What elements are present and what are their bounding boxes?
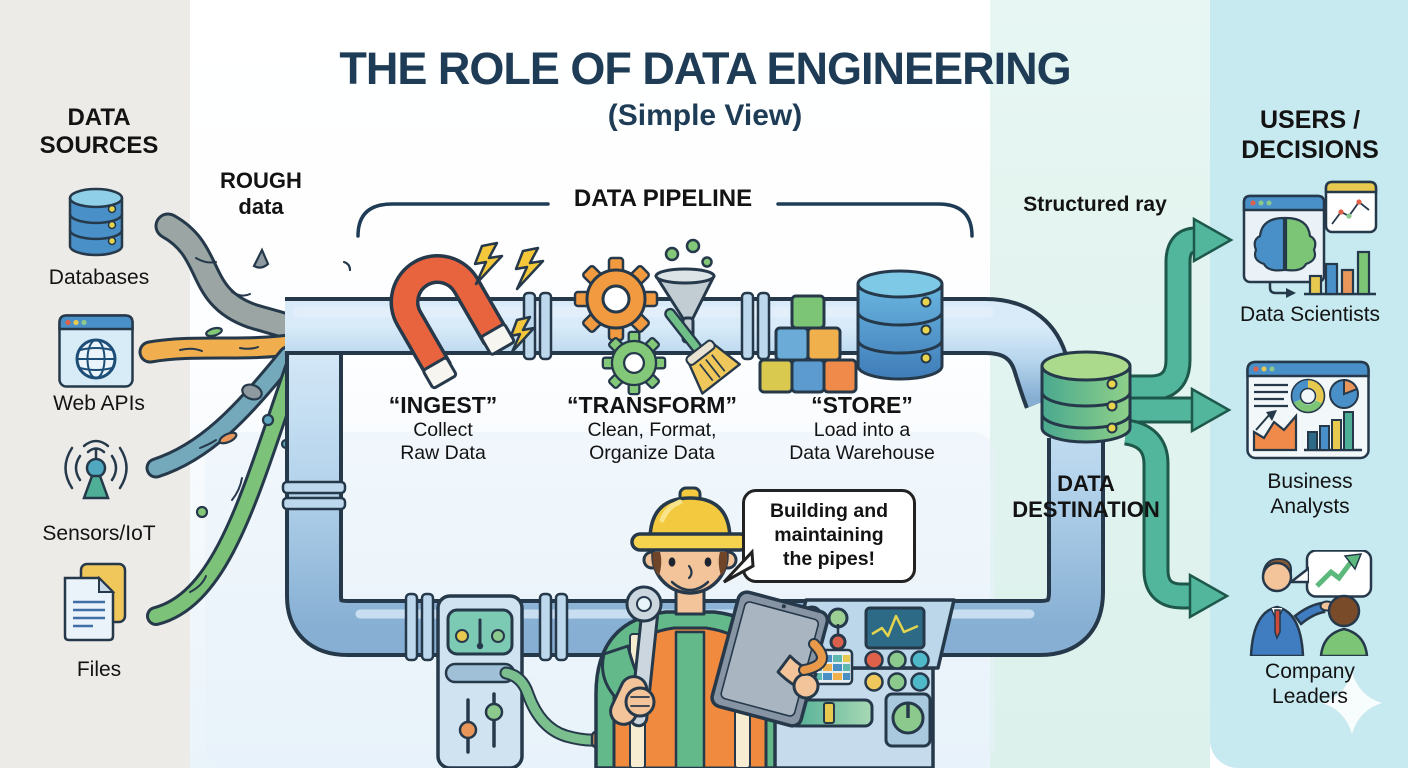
pipe-flanges: [281, 291, 771, 662]
data-sources-heading: DATA SOURCES: [39, 104, 159, 160]
listener-body: [1319, 627, 1369, 658]
gear-orange-icon: [573, 256, 659, 342]
slider-knob: [484, 702, 504, 722]
source-label-files: Files: [76, 658, 122, 681]
listener-head: [1327, 594, 1361, 628]
speech-bubble-tail: [722, 548, 755, 584]
structured-data-label: Structured ray: [1023, 193, 1167, 216]
fist: [624, 686, 656, 718]
tie: [1274, 609, 1281, 640]
sensor-iot-icon: [54, 434, 138, 523]
users-decisions-heading: USERS / DECISIONS: [1241, 106, 1379, 164]
waveform-screen: [864, 606, 926, 650]
tablet-and-arm: [710, 590, 830, 728]
funnel-icon: [654, 238, 716, 344]
stage-transform: “TRANSFORM” Clean, Format, Organize Data: [567, 392, 737, 465]
source-label-databases: Databases: [48, 266, 150, 289]
bar-chart-icon: [1307, 411, 1354, 451]
data-destination-heading: DATA DESTINATION: [1012, 471, 1160, 522]
brain-icon: [1253, 216, 1286, 272]
green-database-icon: [1040, 350, 1132, 444]
flow-arrows: [1123, 216, 1234, 620]
company-leaders-icon: [1243, 549, 1377, 661]
warehouse-database-icon: [856, 269, 944, 381]
page-title: THE ROLE OF DATA ENGINEERING: [339, 43, 1071, 94]
user-label-company-leaders: Company Leaders: [1265, 660, 1355, 708]
data-scientists-icon: [1242, 180, 1378, 305]
sparkle-icon: [1322, 672, 1382, 734]
orange-cable: [800, 640, 826, 674]
pipeline-bracket: [356, 202, 974, 238]
arrow-head: [1192, 216, 1234, 264]
transform-icons: [573, 238, 741, 396]
green-cable: [501, 668, 601, 745]
rough-data-streams: [138, 212, 352, 626]
web-api-icon: [58, 314, 134, 393]
source-label-web-apis: Web APIs: [53, 392, 145, 415]
stage-store: “STORE” Load into a Data Warehouse: [789, 392, 935, 465]
rough-data-label: ROUGH data: [220, 168, 302, 219]
data-blocks-icon: [758, 294, 858, 394]
user-label-business-analysts: Business Analysts: [1267, 470, 1353, 518]
database-icon: [64, 184, 128, 267]
speech-bubble: Building and maintaining the pipes!: [722, 489, 916, 584]
stage-ingest: “INGEST” Collect Raw Data: [388, 392, 498, 465]
files-icon: [63, 562, 129, 647]
hard-hat-icon: [630, 486, 750, 552]
slider-knob: [458, 720, 478, 740]
magnet-icon: [389, 241, 545, 390]
user-label-data-scientists: Data Scientists: [1239, 303, 1381, 326]
hand: [792, 672, 820, 700]
business-analysts-icon: [1246, 358, 1370, 467]
round-buttons: [864, 650, 930, 692]
growth-arrow-icon: [1315, 560, 1353, 588]
donut-chart-icon: [1291, 379, 1325, 413]
arrow-head: [1190, 386, 1232, 434]
broom-icon: [664, 307, 741, 395]
source-label-sensors-iot: Sensors/IoT: [42, 522, 156, 545]
engineer-character: [594, 486, 786, 768]
blocks-warehouse-icon: [758, 269, 944, 394]
pipeline-heading: DATA PIPELINE: [573, 185, 753, 212]
arrow-head: [1188, 572, 1230, 620]
gear-green-icon: [601, 330, 667, 396]
lightning-bolt-icon: [473, 241, 545, 354]
page-subtitle: (Simple View): [607, 99, 803, 132]
area-chart-icon: [1252, 413, 1298, 452]
